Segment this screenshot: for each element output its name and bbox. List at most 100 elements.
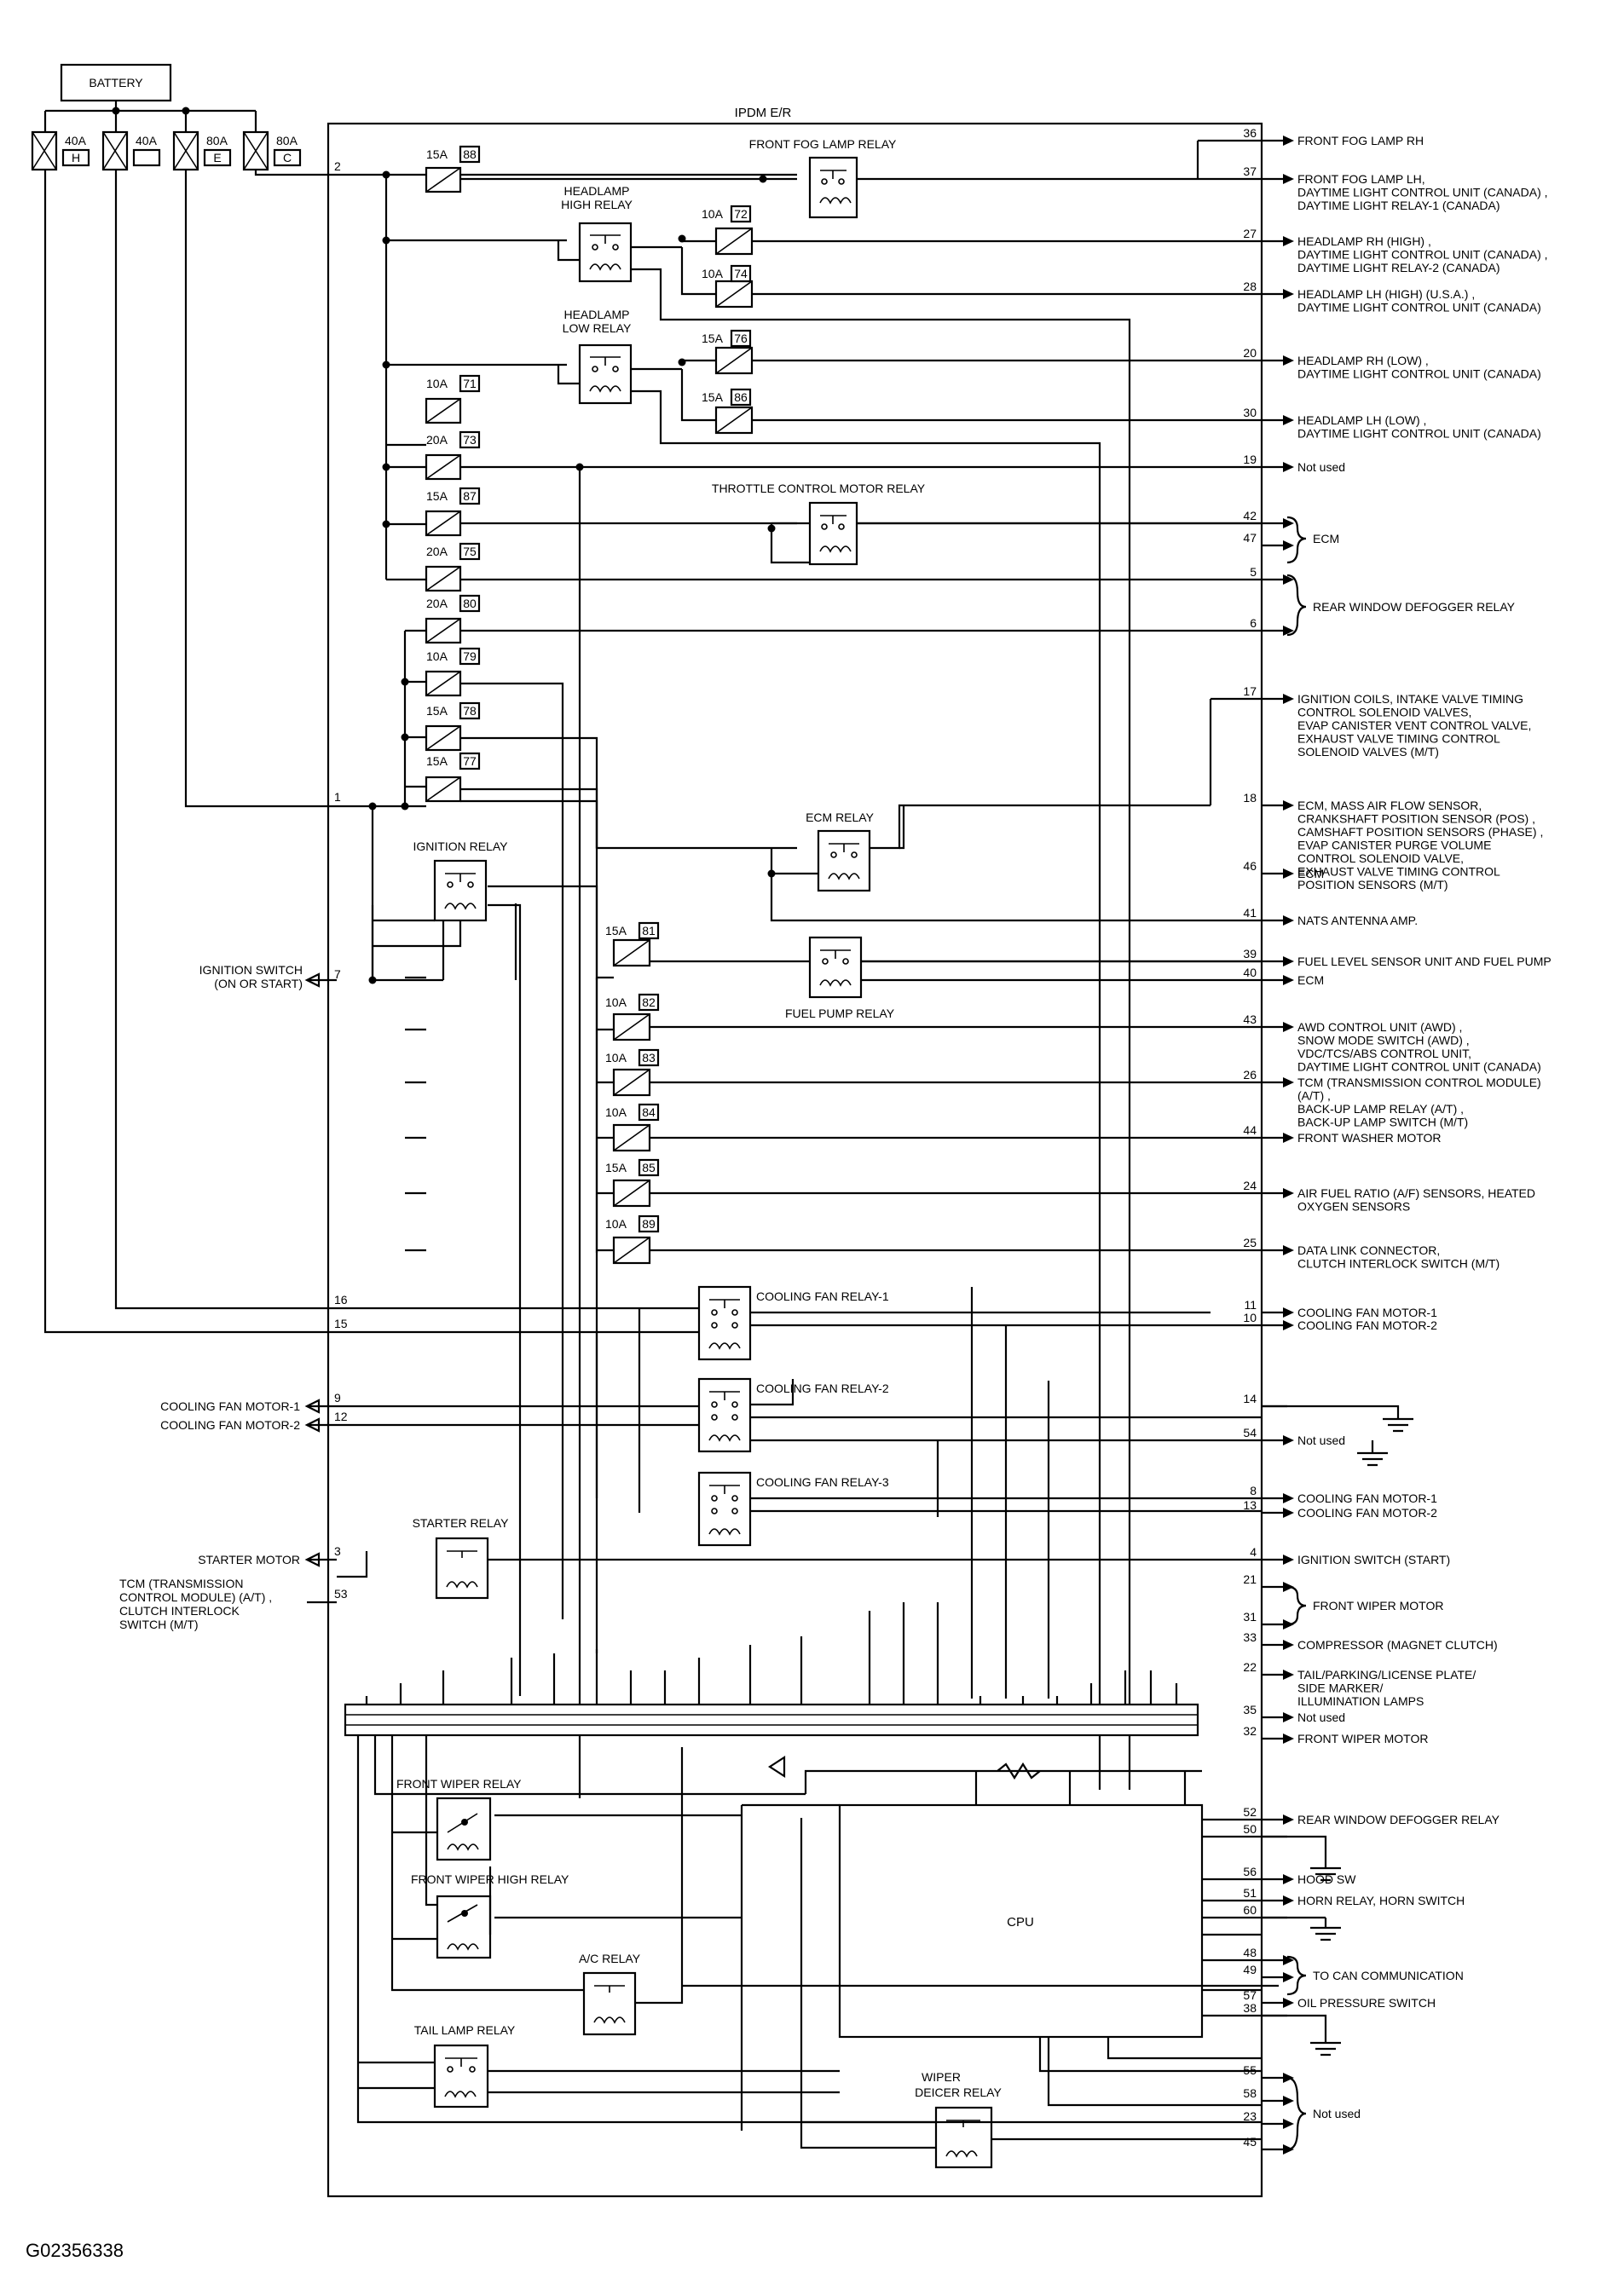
right-pin-number: 39 <box>1243 947 1257 961</box>
ground-icon <box>1262 1405 1413 1433</box>
right-pin-label: AWD CONTROL UNIT (AWD) , <box>1297 1020 1462 1034</box>
right-pin-number: 20 <box>1243 346 1257 360</box>
ground-icon <box>1310 1858 1341 1882</box>
arrow-icon <box>1283 1188 1294 1198</box>
left-pin: 3 <box>334 1544 341 1558</box>
right-pin-number: 41 <box>1243 906 1257 920</box>
arrow-icon <box>1283 540 1294 551</box>
right-pin-label: IGNITION SWITCH (START) <box>1297 1553 1450 1566</box>
arrow-icon <box>1283 1307 1294 1318</box>
fuse-84: 10A 84 <box>605 1103 660 1152</box>
right-pin-label: POSITION SENSORS (M/T) <box>1297 878 1448 891</box>
right-pin-label: COOLING FAN MOTOR-1 <box>1297 1491 1437 1505</box>
right-pin-label: HORN RELAY, HORN SWITCH <box>1297 1894 1465 1907</box>
svg-text:87: 87 <box>463 489 477 503</box>
right-pin-number: 58 <box>1243 2086 1257 2100</box>
right-pin-label: DAYTIME LIGHT CONTROL UNIT (CANADA) <box>1297 427 1541 441</box>
svg-text:10A: 10A <box>605 995 627 1009</box>
right-pin-number: 35 <box>1243 1703 1257 1716</box>
group-braces: ECM REAR WINDOW DEFOGGER RELAY FRONT WIP… <box>1286 516 1516 2151</box>
right-pin-number: 37 <box>1243 164 1257 178</box>
svg-text:STARTER MOTOR: STARTER MOTOR <box>198 1553 300 1566</box>
svg-text:10A: 10A <box>605 1105 627 1119</box>
arrow-icon <box>1283 956 1294 966</box>
right-pin-label: DAYTIME LIGHT RELAY-1 (CANADA) <box>1297 199 1500 212</box>
svg-text:WIPER: WIPER <box>922 2070 961 2084</box>
fusible-link-h: 40A H <box>31 130 90 171</box>
right-pin-label: SIDE MARKER/ <box>1297 1682 1383 1695</box>
svg-text:84: 84 <box>642 1105 656 1119</box>
svg-text:79: 79 <box>463 649 477 663</box>
right-pin-label: COOLING FAN MOTOR-1 <box>1297 1306 1437 1319</box>
front-wiper-relay: FRONT WIPER RELAY <box>396 1777 522 1861</box>
arrow-icon <box>1283 174 1294 184</box>
right-pin-number: 17 <box>1243 684 1257 698</box>
right-pin-label: SOLENOID VALVES (M/T) <box>1297 745 1439 759</box>
right-pin-number: 18 <box>1243 791 1257 805</box>
right-pin-number: 57 <box>1243 1988 1257 2002</box>
group-defogger-label: REAR WINDOW DEFOGGER RELAY <box>1313 600 1516 614</box>
svg-text:10A: 10A <box>426 377 448 390</box>
ground-icon <box>1310 1918 1341 1941</box>
svg-text:80A: 80A <box>276 134 298 147</box>
left-pin: 2 <box>334 159 341 173</box>
arrow-icon <box>1283 1712 1294 1722</box>
right-pin-label: HEADLAMP RH (HIGH) , <box>1297 234 1431 248</box>
right-pin-label: CLUTCH INTERLOCK SWITCH (M/T) <box>1297 1257 1500 1271</box>
right-pin-label: BACK-UP LAMP SWITCH (M/T) <box>1297 1116 1468 1129</box>
svg-text:LOW RELAY: LOW RELAY <box>563 321 632 335</box>
right-pin-label: CAMSHAFT POSITION SENSORS (PHASE) , <box>1297 825 1543 839</box>
arrow-icon <box>1283 2119 1294 2129</box>
right-pin-label: Not used <box>1297 1434 1345 1447</box>
svg-text:82: 82 <box>642 995 656 1009</box>
right-pin-number: 60 <box>1243 1903 1257 1917</box>
fuse-82: 10A 82 <box>605 993 660 1041</box>
right-pin-label: ECM <box>1297 867 1324 880</box>
battery-label: BATTERY <box>89 76 143 89</box>
internal-bus <box>344 1602 1199 1737</box>
arrow-icon <box>1283 1814 1294 1825</box>
right-pin-label: OIL PRESSURE SWITCH <box>1297 1996 1436 2010</box>
svg-text:COOLING FAN RELAY-2: COOLING FAN RELAY-2 <box>756 1382 889 1395</box>
svg-text:73: 73 <box>463 433 477 447</box>
right-pin-number: 48 <box>1243 1946 1257 1959</box>
arrow-icon <box>1283 1734 1294 1744</box>
arrow-icon <box>1283 1077 1294 1087</box>
fuse-71: 10A 71 <box>425 374 481 424</box>
svg-text:SWITCH (M/T): SWITCH (M/T) <box>119 1618 199 1631</box>
right-pin-label: EVAP CANISTER VENT CONTROL VALVE, <box>1297 718 1531 732</box>
right-pin-number: 14 <box>1243 1392 1257 1405</box>
svg-text:85: 85 <box>642 1161 656 1174</box>
svg-text:COOLING FAN MOTOR-1: COOLING FAN MOTOR-1 <box>160 1399 300 1413</box>
left-pin: 7 <box>334 967 341 981</box>
svg-text:COOLING FAN RELAY-1: COOLING FAN RELAY-1 <box>756 1289 889 1303</box>
right-pin-number: 10 <box>1243 1311 1257 1324</box>
left-pin: 9 <box>334 1391 341 1405</box>
right-pin-label: DAYTIME LIGHT RELAY-2 (CANADA) <box>1297 261 1500 274</box>
right-pin-label: DAYTIME LIGHT CONTROL UNIT (CANADA) <box>1297 1060 1541 1074</box>
svg-text:40A: 40A <box>65 134 87 147</box>
right-pin-label: AIR FUEL RATIO (A/F) SENSORS, HEATED <box>1297 1186 1535 1200</box>
starter-relay: STARTER RELAY <box>413 1516 509 1600</box>
svg-text:71: 71 <box>463 377 477 390</box>
right-pin-number: 49 <box>1243 1963 1257 1976</box>
svg-text:10A: 10A <box>702 207 724 221</box>
arrow-icon <box>1283 236 1294 246</box>
throttle-control-motor-relay: THROTTLE CONTROL MOTOR RELAY <box>712 482 926 566</box>
bus-bar <box>344 1703 1199 1737</box>
cpu-block: CPU <box>373 1735 1327 2149</box>
arrow-icon <box>1283 868 1294 879</box>
cooling-fan-relay-1: COOLING FAN RELAY-1 <box>697 1285 889 1361</box>
right-pin-number: 44 <box>1243 1123 1257 1137</box>
svg-text:FRONT WIPER RELAY: FRONT WIPER RELAY <box>396 1777 522 1791</box>
right-pin-number: 40 <box>1243 966 1257 979</box>
svg-text:H: H <box>72 151 80 164</box>
svg-text:20A: 20A <box>426 597 448 610</box>
